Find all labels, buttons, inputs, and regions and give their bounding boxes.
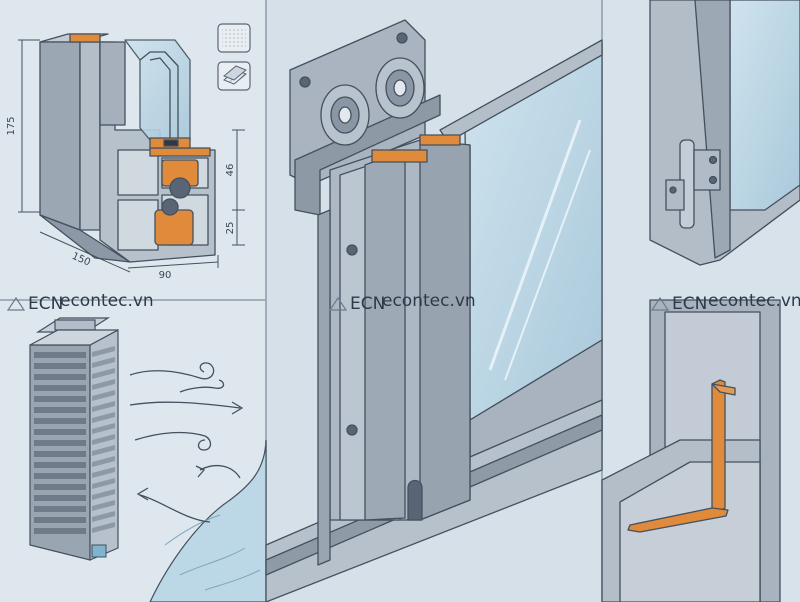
building-floor-side: [92, 390, 115, 401]
building-floor-side: [92, 357, 115, 368]
building-floors: [34, 346, 115, 534]
building-floor-side: [92, 401, 115, 412]
building-floor-side: [92, 489, 115, 500]
sliding-door-illustration: [265, 19, 603, 602]
building-floor-front: [34, 506, 86, 512]
building-floor-side: [92, 522, 115, 533]
watermark-text-3: econtec.vn: [708, 291, 800, 311]
roller-wheels: [320, 57, 425, 146]
building-floor-front: [34, 418, 86, 424]
dimension-lines: [18, 39, 245, 273]
building-floor-side: [92, 478, 115, 489]
watermark-logo-2: ECN: [350, 294, 385, 314]
dimension-height-bottom: 25: [225, 222, 236, 235]
building-floor-front: [34, 374, 86, 380]
layers-swatch-icon: [217, 61, 251, 91]
building-floor-front: [34, 385, 86, 391]
building-floor-side: [92, 456, 115, 467]
building-floor-front: [34, 440, 86, 446]
texture-swatch-icon: [217, 23, 251, 53]
building-floor-front: [34, 352, 86, 358]
watermark-2: ECN econtec.vn: [328, 291, 476, 314]
building-floor-front: [34, 484, 86, 490]
building-floor-front: [34, 517, 86, 523]
building-floor-front: [34, 451, 86, 457]
building-floor-front: [34, 495, 86, 501]
building-floor-side: [92, 467, 115, 478]
window-frame-illustration: [601, 0, 800, 602]
building-floor-side: [92, 368, 115, 379]
watermark-3: ECN econtec.vn: [650, 291, 800, 314]
dimension-height-top: 46: [225, 164, 236, 177]
building-floor-side: [92, 346, 115, 357]
building-floor-front: [34, 473, 86, 479]
watermark-text-2: econtec.vn: [382, 291, 476, 311]
profile-cross-section: [39, 33, 216, 263]
watermark-text-1: econtec.vn: [60, 291, 154, 311]
building-floor-side: [92, 500, 115, 511]
building-floor-front: [34, 462, 86, 468]
dimension-height-left: 175: [6, 116, 17, 135]
building-floor-front: [34, 407, 86, 413]
building-floor-side: [92, 445, 115, 456]
wind-curls: [129, 362, 244, 523]
water-area: [149, 439, 267, 602]
building-entrance: [91, 544, 107, 558]
dimension-width-bottom: 90: [159, 270, 172, 281]
watermark-logo-1: ECN: [28, 294, 63, 314]
building-floor-front: [34, 429, 86, 435]
building-floor-side: [92, 379, 115, 390]
hinge: [665, 139, 721, 229]
watermark-logo-3: ECN: [672, 294, 707, 314]
building-floor-side: [92, 434, 115, 445]
building-floor-front: [34, 363, 86, 369]
building-floor-front: [34, 396, 86, 402]
building-floor-side: [92, 423, 115, 434]
building-floor-side: [92, 412, 115, 423]
building-floor-side: [92, 511, 115, 522]
watermark-1: ECN econtec.vn: [6, 291, 154, 314]
building-floor-front: [34, 528, 86, 534]
